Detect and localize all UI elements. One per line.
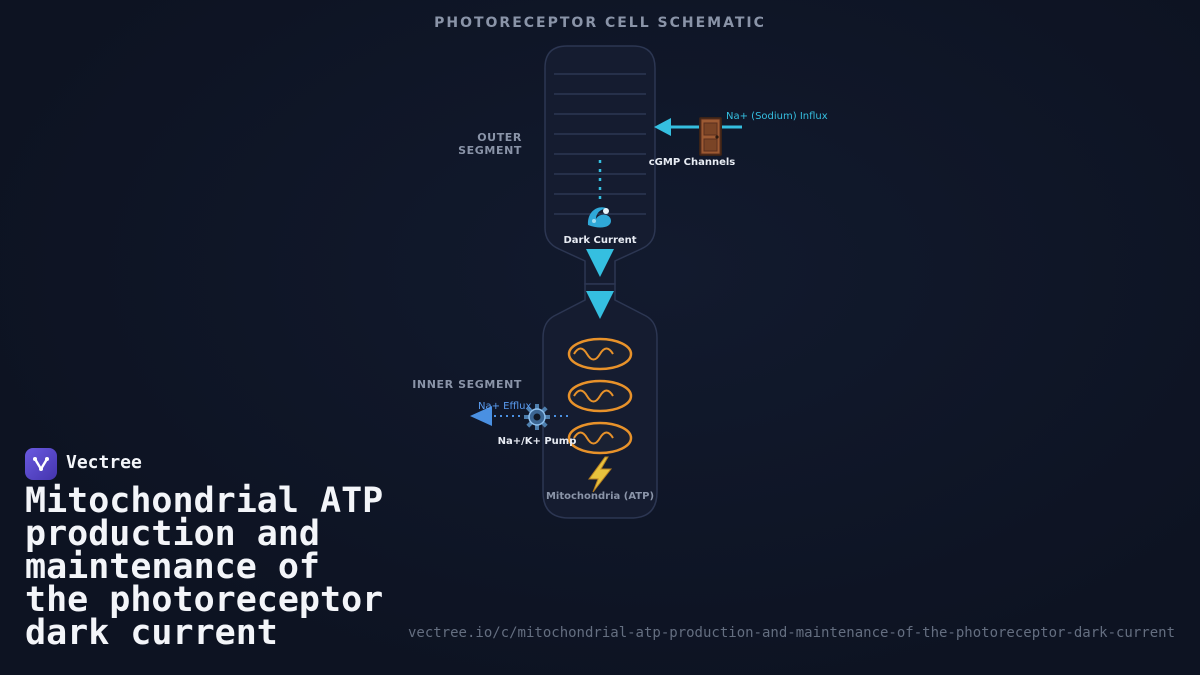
nak-pump-label: Na+/K+ Pump — [497, 436, 577, 447]
footer-url: vectree.io/c/mitochondrial-atp-productio… — [407, 625, 1175, 641]
outer-segment-label: OUTER SEGMENT — [458, 131, 522, 157]
gear-icon — [524, 404, 550, 430]
na-influx-label: Na+ (Sodium) Influx — [726, 111, 828, 122]
headline-line: maintenance of — [25, 547, 321, 587]
mitochondrion-icon — [567, 379, 633, 413]
arrow-down-icon — [586, 249, 614, 319]
outer-segment-shape — [544, 45, 656, 285]
arrow-left-icon — [654, 118, 671, 136]
headline-line: dark current — [25, 613, 278, 653]
cgmp-channels-label: cGMP Channels — [648, 157, 736, 168]
door-icon — [699, 117, 722, 156]
na-efflux-label: Na+ Efflux — [478, 401, 532, 412]
headline-line: production and — [25, 514, 321, 554]
mitochondria-label: Mitochondria (ATP) — [545, 491, 655, 502]
vectree-logo — [25, 448, 57, 480]
arrow-left-icon — [470, 406, 492, 426]
wave-icon — [587, 207, 611, 228]
inner-segment-label: INNER SEGMENT — [412, 378, 522, 391]
diagram-title: PHOTORECEPTOR CELL SCHEMATIC — [434, 15, 766, 31]
mitochondrion-icon — [567, 421, 633, 455]
mitochondrion-icon — [567, 337, 633, 371]
headline-line: Mitochondrial ATP — [25, 481, 384, 521]
page-title: Mitochondrial ATP production and mainten… — [25, 481, 445, 653]
dark-current-label: Dark Current — [563, 235, 637, 246]
lightning-icon — [588, 456, 613, 493]
brand-name: Vectree — [66, 452, 142, 473]
disc-lines — [554, 73, 646, 215]
branch-icon — [33, 457, 49, 471]
headline-line: the photoreceptor — [25, 580, 384, 620]
